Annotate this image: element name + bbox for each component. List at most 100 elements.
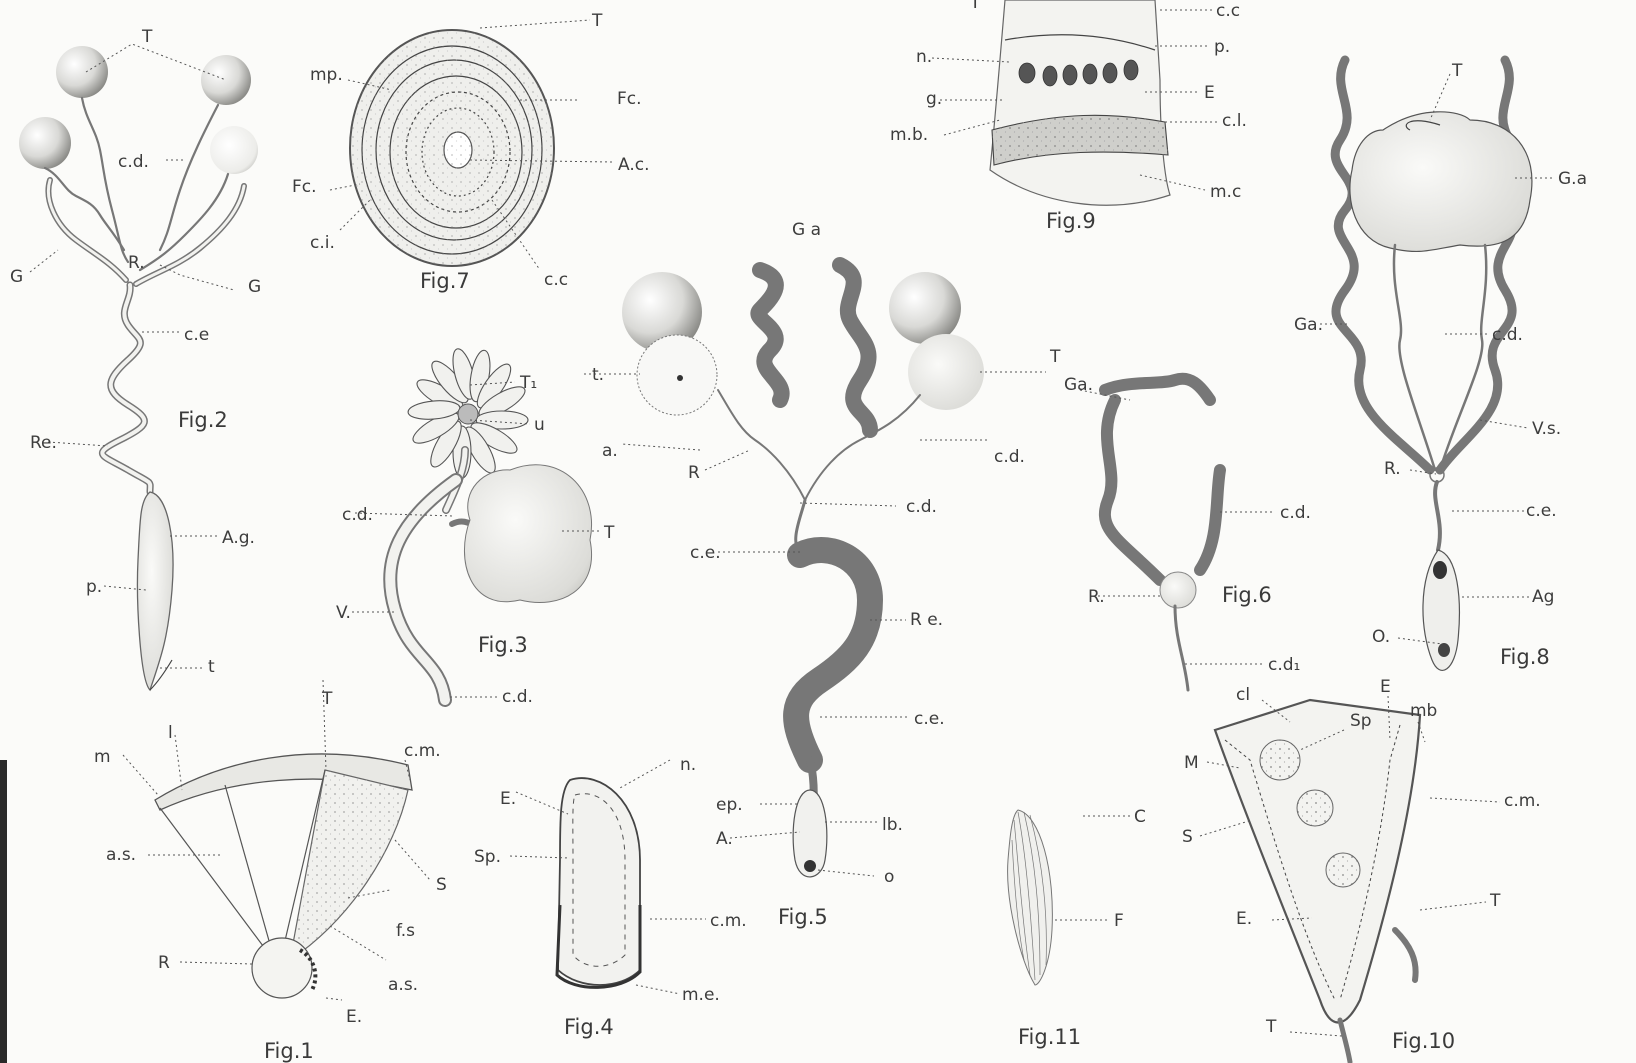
label: Ga. xyxy=(1294,315,1323,335)
label: T xyxy=(591,11,603,31)
figure-11 xyxy=(1008,810,1053,985)
label: A.c. xyxy=(618,155,650,175)
figure-7 xyxy=(350,30,554,266)
fig10-section xyxy=(1215,700,1420,1023)
label: m.b. xyxy=(890,125,928,145)
label: G xyxy=(10,267,23,287)
caption-fig9: Fig.9 xyxy=(1046,209,1096,233)
label: C xyxy=(1134,807,1146,827)
fig6-receptacle xyxy=(1160,572,1196,608)
fig11-bundle xyxy=(1008,810,1053,985)
label: u xyxy=(534,415,545,435)
label: mb xyxy=(1410,701,1437,721)
label: R. xyxy=(1384,459,1401,479)
label: t. xyxy=(592,365,604,385)
label: c.d. xyxy=(906,497,937,517)
label: l xyxy=(168,723,173,743)
fig6-duct xyxy=(1200,470,1220,570)
label: T xyxy=(321,689,333,709)
fig2-testis-ball xyxy=(210,126,258,174)
caption-fig10: Fig.10 xyxy=(1392,1029,1455,1053)
fig2-testis-ball xyxy=(201,55,251,105)
label: c.d. xyxy=(118,152,149,172)
label: Sp xyxy=(1350,711,1372,731)
label: n. xyxy=(680,755,696,775)
fig5-gland xyxy=(840,265,870,430)
label: mp. xyxy=(310,65,343,85)
fig5-reservoir xyxy=(796,550,870,760)
fig5-gland xyxy=(758,270,781,400)
caption-fig5: Fig.5 xyxy=(778,905,828,929)
label: G xyxy=(248,277,261,297)
label: c.c xyxy=(544,270,568,290)
fig5-testis xyxy=(908,334,984,410)
fig10-duct xyxy=(1340,1020,1350,1062)
label: m xyxy=(94,747,111,767)
label: A.g. xyxy=(222,528,255,548)
label: S xyxy=(436,875,447,895)
label: cl xyxy=(1236,685,1250,705)
label: Fc. xyxy=(292,177,317,197)
label: t xyxy=(208,657,215,677)
fig5-testis-outline xyxy=(637,335,717,415)
caption-fig1: Fig.1 xyxy=(264,1039,314,1063)
label: c.d. xyxy=(1492,325,1523,345)
label: Sp. xyxy=(474,847,501,867)
fig8-duct xyxy=(1440,245,1486,470)
figure-9 xyxy=(990,0,1170,205)
label: o xyxy=(884,867,894,887)
label: c.i. xyxy=(310,233,335,253)
label: A. xyxy=(716,829,733,849)
label: T xyxy=(141,27,153,47)
label: p. xyxy=(1214,37,1230,57)
label: E. xyxy=(346,1007,362,1027)
label: c.e. xyxy=(690,543,721,563)
label: T₁ xyxy=(519,373,537,393)
label: m.c xyxy=(1210,182,1241,202)
caption-fig7: Fig.7 xyxy=(420,269,470,293)
fig2-duct xyxy=(160,105,218,250)
label: a.s. xyxy=(388,975,418,995)
fig2-gland xyxy=(48,180,126,280)
fig3-testis xyxy=(464,465,591,603)
label: c.c xyxy=(1216,1,1240,21)
figure-5 xyxy=(622,265,984,877)
label: R. xyxy=(128,253,145,273)
fig6-gland xyxy=(1105,400,1160,580)
label: c.d. xyxy=(1280,503,1311,523)
label: T xyxy=(1265,1017,1277,1037)
label: Ga. xyxy=(1064,375,1093,395)
fig6-gland xyxy=(1105,379,1210,400)
label: Fc. xyxy=(617,89,642,109)
label: c.e. xyxy=(914,709,945,729)
label: R xyxy=(158,953,170,973)
fig2-testis-ball xyxy=(56,46,108,98)
label: a.s. xyxy=(106,845,136,865)
fig1-receptacle xyxy=(252,938,312,998)
label: E. xyxy=(500,789,516,809)
fig10-duct xyxy=(1395,930,1416,980)
fig8-duct xyxy=(1394,245,1435,470)
label: T xyxy=(1451,61,1463,81)
label: m.e. xyxy=(682,985,720,1005)
label: g. xyxy=(926,89,942,109)
caption-fig8: Fig.8 xyxy=(1500,645,1550,669)
fig2-duct xyxy=(82,98,128,262)
figure-10 xyxy=(1215,700,1420,1062)
fig4-cyst xyxy=(558,778,640,985)
label: V.s. xyxy=(1532,419,1561,439)
label: R. xyxy=(1088,587,1105,607)
label: ep. xyxy=(716,795,743,815)
label: T xyxy=(969,0,981,13)
caption-fig6: Fig.6 xyxy=(1222,583,1272,607)
label: T xyxy=(1489,891,1501,911)
fig8-testes xyxy=(1350,112,1532,252)
label: M xyxy=(1184,753,1199,773)
caption-fig3: Fig.3 xyxy=(478,633,528,657)
fig2-accessory-gland xyxy=(138,492,174,690)
label: S xyxy=(1182,827,1193,847)
label: c.e. xyxy=(1526,501,1557,521)
label: f.s xyxy=(396,921,415,941)
label: c.m. xyxy=(710,911,747,931)
